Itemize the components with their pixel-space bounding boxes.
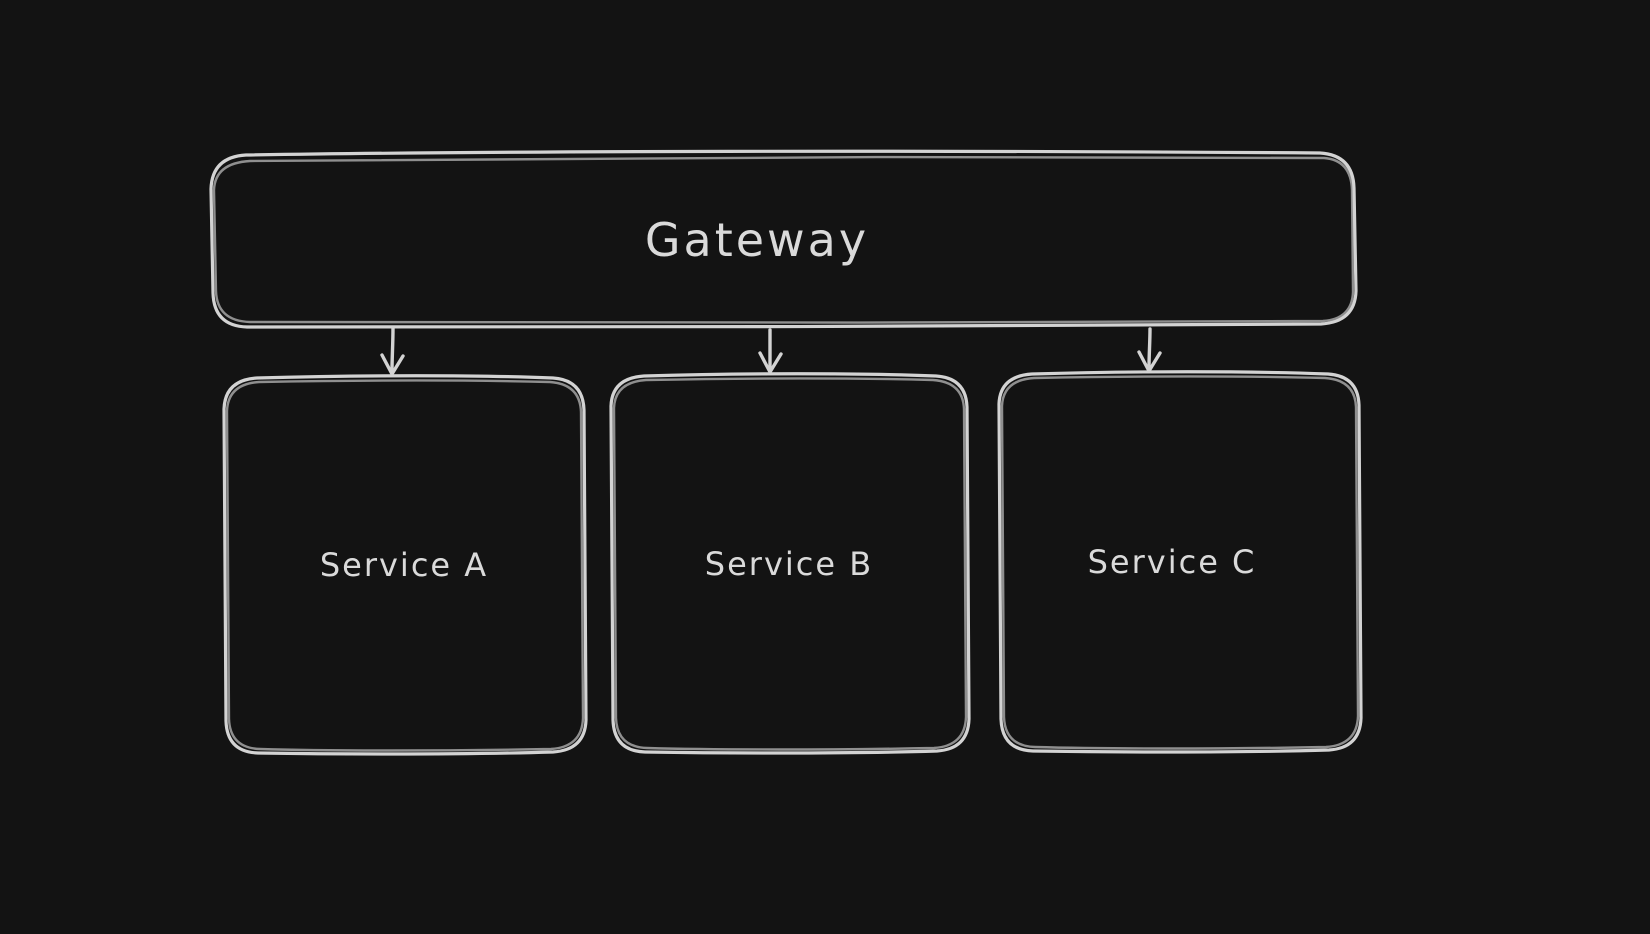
edge-gateway-service-a-arrowhead-icon — [380, 353, 405, 376]
edge-gateway-service-b-arrowhead-icon — [758, 351, 783, 374]
node-service-c[interactable]: Service C — [997, 370, 1363, 754]
edge-gateway-service-c-stem — [1147, 327, 1152, 370]
node-service-b-overdraw — [612, 377, 968, 751]
node-service-b[interactable]: Service B — [609, 372, 971, 755]
node-service-a-outline — [222, 374, 588, 756]
node-service-c-label: Service C — [1088, 543, 1257, 581]
node-gateway[interactable]: Gateway — [209, 149, 1358, 329]
edge-gateway-service-a-stem — [390, 326, 395, 373]
node-gateway-label: Gateway — [645, 213, 869, 267]
edge-gateway-service-b[interactable] — [758, 328, 783, 374]
node-service-c-overdraw — [1000, 375, 1360, 750]
node-service-a-label: Service A — [320, 546, 488, 584]
node-service-b-outline — [609, 372, 971, 755]
edge-gateway-service-c[interactable] — [1137, 327, 1162, 373]
node-service-c-outline — [997, 370, 1363, 754]
edge-gateway-service-a[interactable] — [380, 326, 405, 376]
node-gateway-outline — [209, 149, 1358, 329]
node-service-b-label: Service B — [705, 545, 873, 583]
node-service-a-overdraw — [225, 379, 585, 752]
node-gateway-overdraw — [212, 155, 1355, 324]
node-service-a[interactable]: Service A — [222, 374, 588, 756]
